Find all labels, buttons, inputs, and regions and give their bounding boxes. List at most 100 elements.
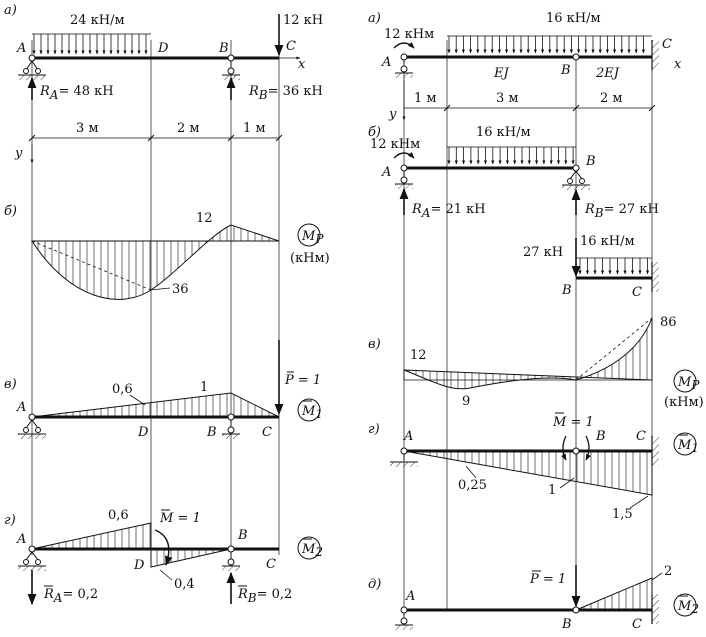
fixed-wall-C bbox=[652, 594, 659, 624]
left-a-load-label: 24 кН/м bbox=[70, 13, 125, 28]
right-figure: а) 12 кНм 16 кН/м A B C EJ 2EJ x y bbox=[368, 11, 704, 632]
left-guide-lines bbox=[31, 40, 280, 555]
dim-1m: 1 м bbox=[243, 121, 266, 136]
right-panel-d: д) P = 1 A B C 2 M2 bbox=[368, 564, 699, 632]
value-1: 1 bbox=[200, 380, 208, 395]
value-12: 12 bbox=[410, 348, 427, 363]
point-A-label: A bbox=[405, 589, 415, 604]
fixed-wall-C bbox=[652, 436, 659, 466]
leader-1 bbox=[559, 477, 575, 489]
diagram-label-circle bbox=[673, 593, 697, 617]
point-B-label: B bbox=[595, 429, 606, 444]
distributed-load-arrows bbox=[447, 147, 575, 165]
leader-2 bbox=[651, 572, 663, 581]
point-B-label: B bbox=[585, 154, 596, 169]
diagram-unit: (кНм) bbox=[290, 251, 330, 266]
cantilever-load-label: 16 кН/м bbox=[580, 234, 635, 249]
axis-y-label: y bbox=[388, 107, 397, 122]
value-36: 36 bbox=[172, 282, 189, 297]
unit-force-label: P = 1 bbox=[529, 572, 566, 587]
point-C-label: C bbox=[262, 425, 272, 440]
point-C-label: C bbox=[266, 557, 276, 572]
dimension-ticks bbox=[28, 134, 283, 142]
moment-curve bbox=[31, 224, 280, 300]
diagram-label-M: MP bbox=[677, 375, 700, 392]
diagram-label-circle bbox=[297, 398, 321, 422]
left-figure: а) 24 кН/м A D B C x 12 кН bbox=[4, 3, 330, 606]
point-B-label: B bbox=[561, 283, 572, 298]
right-v-tag: в) bbox=[368, 337, 381, 352]
moment-arrow-right bbox=[585, 435, 591, 461]
unit-moment-diagram bbox=[575, 577, 653, 611]
value-9: 9 bbox=[462, 394, 470, 409]
point-B-label: B bbox=[561, 617, 572, 632]
diagram-unit: (кНм) bbox=[664, 395, 704, 410]
value-86: 86 bbox=[660, 315, 677, 330]
right-panel-g: г) M = 1 A B C 0,25 1 1,5 bbox=[368, 412, 699, 522]
force-label: 12 кН bbox=[283, 13, 323, 28]
EJ-label: EJ bbox=[493, 66, 509, 81]
support-B bbox=[562, 164, 590, 190]
right-a-load: 16 кН/м bbox=[546, 11, 601, 26]
right-b-tag: б) bbox=[368, 125, 381, 140]
point-A-label: A bbox=[16, 532, 26, 547]
axis-x-label: x bbox=[674, 57, 682, 72]
unit-moment-diagram bbox=[403, 450, 653, 496]
hinge-B bbox=[572, 53, 580, 61]
cantilever-force-label: 27 кН bbox=[523, 245, 563, 260]
support-A bbox=[395, 606, 413, 630]
value-12: 12 bbox=[196, 211, 213, 226]
point-C-label: C bbox=[286, 39, 296, 54]
point-B-label: B bbox=[560, 63, 571, 78]
axis-x-label: x bbox=[298, 57, 306, 72]
unit-force-label: P = 1 bbox=[284, 373, 321, 388]
right-g-tag: г) bbox=[368, 422, 380, 437]
support-A bbox=[390, 447, 418, 467]
diagram-left-part bbox=[31, 522, 152, 550]
moment-curve bbox=[403, 317, 653, 390]
distributed-load-arrows bbox=[447, 36, 646, 54]
point-A-label: A bbox=[16, 41, 26, 56]
support-A bbox=[18, 413, 46, 439]
value-1: 1 bbox=[548, 483, 556, 498]
point-A-label: A bbox=[381, 55, 391, 70]
dim-2m: 2 м bbox=[600, 91, 623, 106]
reaction-RA-label: RA= 21 кН bbox=[411, 202, 486, 220]
diagram-label-M2: M2 bbox=[301, 542, 323, 559]
dashed-chord bbox=[575, 317, 653, 381]
point-A-label: A bbox=[16, 400, 26, 415]
left-panel-b: б) 12 36 MP (кНм) bbox=[4, 204, 330, 300]
diagram-right-part bbox=[150, 548, 232, 568]
point-C-label: C bbox=[662, 37, 672, 52]
moment-arrow bbox=[393, 152, 415, 159]
support-A bbox=[18, 545, 46, 571]
value-1-5: 1,5 bbox=[612, 507, 633, 522]
diagram-label-M1: M1 bbox=[677, 438, 699, 455]
leader-0-6 bbox=[129, 394, 146, 406]
fixed-wall-C bbox=[652, 40, 659, 70]
point-A-label: A bbox=[403, 429, 413, 444]
dim-2m: 2 м bbox=[177, 121, 200, 136]
point-C-label: C bbox=[632, 617, 642, 632]
right-d-tag: д) bbox=[368, 577, 381, 592]
hinge-B bbox=[572, 447, 580, 455]
value-0-25: 0,25 bbox=[458, 478, 487, 493]
right-panel-a: а) 12 кНм 16 кН/м A B C EJ 2EJ x y bbox=[368, 11, 682, 122]
dim-1m: 1 м bbox=[414, 91, 437, 106]
leader-0-4 bbox=[159, 569, 173, 581]
unit-moment-label: M = 1 bbox=[552, 415, 594, 430]
support-A bbox=[395, 53, 413, 78]
diagram-label-M: MP bbox=[301, 229, 324, 246]
point-D-label: D bbox=[157, 41, 169, 56]
diagram-label-M2: M2 bbox=[677, 599, 699, 616]
value-0-6: 0,6 bbox=[108, 508, 129, 523]
left-a-tag: а) bbox=[4, 3, 17, 18]
leader-0-25 bbox=[465, 465, 477, 479]
diagram-label-M1: M1 bbox=[301, 404, 323, 421]
right-b-moment: 12 кНм bbox=[370, 137, 420, 152]
right-panel-v: в) 12 9 86 MP (кНм) bbox=[368, 315, 704, 410]
point-D-label: D bbox=[137, 425, 149, 440]
dim-3m: 3 м bbox=[76, 121, 99, 136]
